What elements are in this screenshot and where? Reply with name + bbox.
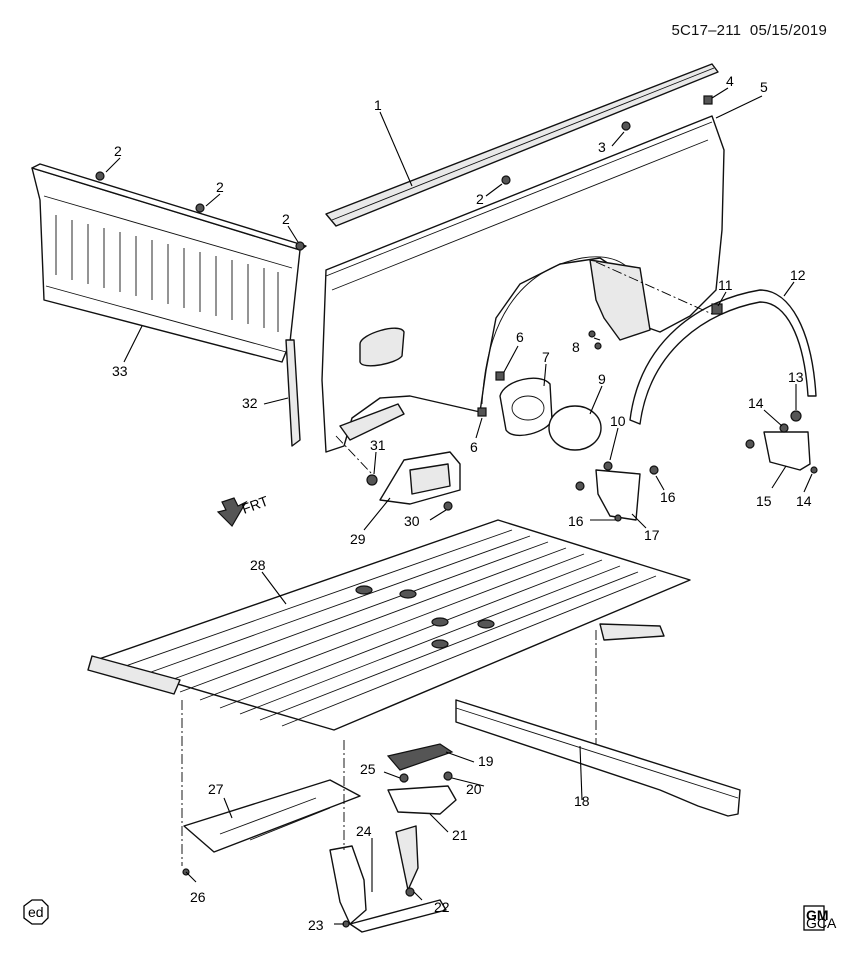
callout-labels: 1 2 2 2 2 3 4 5 6 6 7 8 9 10 11 12 13 14… bbox=[112, 73, 812, 933]
callout-18: 18 bbox=[574, 793, 590, 809]
front-direction-marker: FRT bbox=[216, 492, 271, 527]
callout-26: 26 bbox=[190, 889, 206, 905]
callout-10: 10 bbox=[610, 413, 626, 429]
tailgate-seal bbox=[285, 339, 301, 447]
leader-lines bbox=[105, 87, 813, 925]
callout-14: 14 bbox=[748, 395, 764, 411]
callout-2: 2 bbox=[282, 211, 290, 227]
wheel-flare bbox=[629, 289, 817, 425]
callout-11: 11 bbox=[718, 277, 733, 293]
callout-2: 2 bbox=[476, 191, 484, 207]
mudflap-bracket bbox=[595, 469, 641, 521]
callout-15: 15 bbox=[756, 493, 772, 509]
gm-badge-top: GM bbox=[806, 907, 829, 923]
callout-5: 5 bbox=[760, 79, 768, 95]
wheelhouse-inner bbox=[589, 259, 651, 341]
callout-4: 4 bbox=[726, 73, 734, 89]
fuel-door bbox=[548, 405, 602, 451]
callout-25: 25 bbox=[360, 761, 376, 777]
callout-3: 3 bbox=[598, 139, 606, 155]
callout-27: 27 bbox=[208, 781, 224, 797]
callout-19: 19 bbox=[478, 753, 494, 769]
callout-28: 28 bbox=[250, 557, 266, 573]
callout-12: 12 bbox=[790, 267, 806, 283]
diagram-header: 5C17–211 05/15/2019 bbox=[671, 22, 827, 39]
callout-2: 2 bbox=[114, 143, 122, 159]
callout-23: 23 bbox=[308, 917, 324, 933]
bed-rail-cap bbox=[325, 63, 719, 227]
callout-16: 16 bbox=[660, 489, 676, 505]
callout-9: 9 bbox=[598, 371, 606, 387]
ed-badge: ed bbox=[23, 899, 49, 925]
callout-16: 16 bbox=[568, 513, 584, 529]
step-bracket bbox=[329, 825, 447, 933]
callout-20: 20 bbox=[466, 781, 482, 797]
fasteners bbox=[95, 95, 818, 928]
callout-17: 17 bbox=[644, 527, 660, 543]
fuel-door-housing bbox=[499, 377, 553, 436]
callout-6: 6 bbox=[516, 329, 524, 345]
callout-33: 33 bbox=[112, 363, 128, 379]
bed-floor bbox=[87, 519, 691, 731]
callout-7: 7 bbox=[542, 349, 550, 365]
diagram-date: 05/15/2019 bbox=[749, 22, 827, 39]
gm-badge-bottom: GCA bbox=[806, 915, 837, 931]
callout-2: 2 bbox=[216, 179, 224, 195]
gm-badge: GM GCA bbox=[803, 905, 837, 931]
callout-32: 32 bbox=[242, 395, 258, 411]
tailgate-panel bbox=[31, 163, 307, 363]
step-housing bbox=[387, 785, 457, 815]
callout-21: 21 bbox=[452, 827, 468, 843]
callout-6: 6 bbox=[470, 439, 478, 455]
callout-31: 31 bbox=[370, 437, 386, 453]
callout-14: 14 bbox=[796, 493, 812, 509]
callout-24: 24 bbox=[356, 823, 372, 839]
callout-13: 13 bbox=[788, 369, 804, 385]
step-pad-insert bbox=[386, 743, 454, 771]
front-direction-label: FRT bbox=[240, 492, 271, 516]
ed-badge-text: ed bbox=[28, 904, 44, 920]
diagram-code: 5C17–211 bbox=[671, 22, 742, 39]
crossmember bbox=[455, 699, 741, 817]
corner-step-pad bbox=[379, 451, 461, 505]
callout-29: 29 bbox=[350, 531, 366, 547]
alignment-lines bbox=[181, 261, 713, 866]
side-box-panel bbox=[321, 115, 725, 453]
mudflap bbox=[763, 431, 811, 471]
callout-8: 8 bbox=[572, 339, 580, 355]
callout-22: 22 bbox=[434, 899, 450, 915]
spare-tire-plate bbox=[183, 779, 361, 853]
callout-1: 1 bbox=[374, 97, 382, 113]
callout-30: 30 bbox=[404, 513, 420, 529]
